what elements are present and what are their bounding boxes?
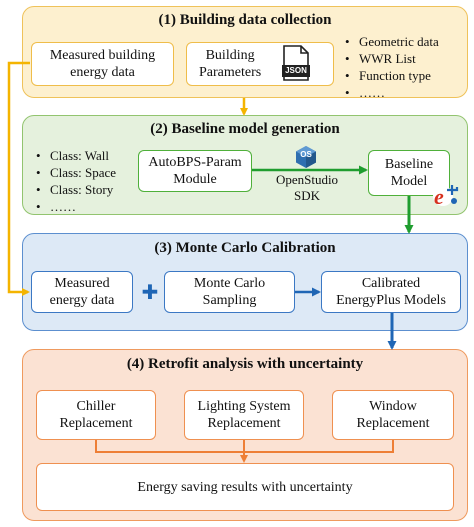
stage2-class-list: Class: Wall Class: Space Class: Story …… [36, 147, 116, 215]
stage1-title: (1) Building data collection [158, 12, 332, 28]
chiller-replacement-box: Chiller Replacement [36, 390, 156, 440]
lighting-system-replacement-box: Lighting System Replacement [184, 390, 304, 440]
bracket-retrofits-to-results [95, 440, 394, 453]
building-parameters-label: Building Parameters [199, 48, 262, 80]
energyplus-logo-icon: e [432, 184, 460, 209]
list-item: …… [36, 198, 116, 215]
list-item: Geometric data [345, 33, 439, 50]
openstudio-icon-text: OS [300, 150, 312, 159]
list-item: …… [345, 84, 439, 101]
list-item: Class: Wall [36, 147, 116, 164]
svg-text:e: e [434, 184, 444, 208]
arrow-measured-to-calibration [7, 61, 30, 296]
calibrated-energyplus-models-box: Calibrated EnergyPlus Models [321, 271, 461, 313]
autobps-param-module-box: AutoBPS-Param Module [138, 150, 252, 192]
list-item: Class: Space [36, 164, 116, 181]
openstudio-sdk-label: OpenStudio SDK [275, 172, 339, 203]
measured-building-energy-data-box: Measured building energy data [31, 42, 174, 86]
measured-energy-data-box: Measured energy data [31, 271, 133, 313]
plus-icon: ✚ [141, 280, 159, 304]
energy-saving-results-box: Energy saving results with uncertainty [36, 463, 454, 511]
stage4-title: (4) Retrofit analysis with uncertainty [126, 356, 364, 372]
monte-carlo-sampling-box: Monte Carlo Sampling [164, 271, 295, 313]
openstudio-icon: OS [294, 145, 318, 169]
list-item: WWR List [345, 50, 439, 67]
stage2-title: (2) Baseline model generation [150, 121, 340, 137]
stage1-data-list: Geometric data WWR List Function type …… [345, 33, 439, 101]
baseline-model-box: Baseline Model [368, 150, 450, 196]
json-file-icon: JSON [282, 45, 310, 81]
window-replacement-box: Window Replacement [332, 390, 454, 440]
stage3-title: (3) Monte Carlo Calibration [154, 240, 336, 256]
list-item: Class: Story [36, 181, 116, 198]
list-item: Function type [345, 67, 439, 84]
json-badge: JSON [282, 65, 310, 77]
building-parameters-box: Building Parameters [186, 42, 334, 86]
